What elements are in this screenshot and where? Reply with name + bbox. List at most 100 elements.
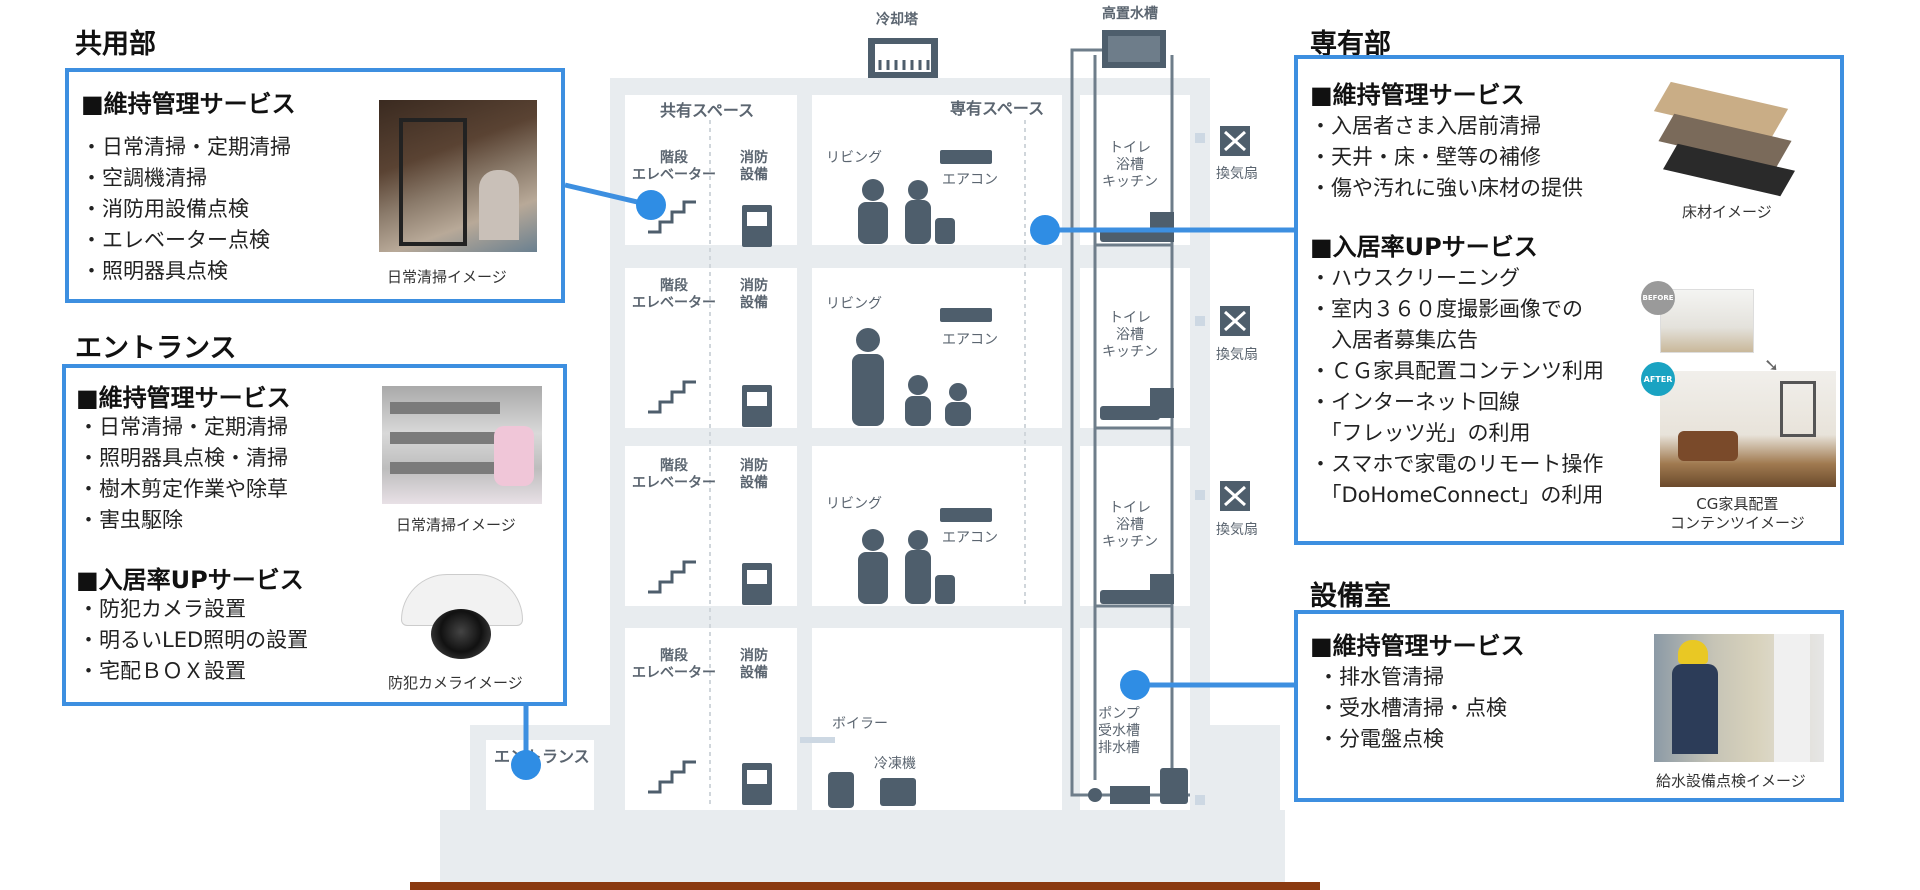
private-panel: ■維持管理サービス ・入居者さま入居前清掃 ・天井・床・壁等の補修 ・傷や汚れに… xyxy=(1294,55,1844,545)
pump-equipment-icon xyxy=(1088,768,1188,804)
aircon-icons xyxy=(940,150,992,522)
list-item: ・室内３６０度撮影画像での xyxy=(1310,297,1583,321)
wet-area-label: トイレ浴槽キッチン xyxy=(1102,500,1158,550)
list-item: ・インターネット回線 xyxy=(1310,390,1520,414)
list-item: ・照明器具点検・清掃 xyxy=(78,446,288,470)
ventilation-fan-icons xyxy=(1220,126,1250,511)
entrance-up-list: ・防犯カメラ設置 ・明るいLED照明の設置 ・宅配ＢＯＸ設置 xyxy=(78,594,308,687)
fire-label: 消防設備 xyxy=(740,458,768,491)
resident-silhouettes xyxy=(852,179,971,604)
list-item: 「フレッツ光」の利用 xyxy=(1310,421,1531,445)
cooling-tower-icon xyxy=(868,38,938,78)
shared-space-label: 共有スペース xyxy=(660,101,755,120)
common-panel: ■維持管理サービス ・日常清掃・定期清掃 ・空調機清掃 ・消防用設備点検 ・エレ… xyxy=(65,68,565,303)
list-item: ・排水管清掃 xyxy=(1318,665,1444,689)
aircon-label: エアコン xyxy=(942,530,998,546)
list-item: ・宅配ＢＯＸ設置 xyxy=(78,659,246,683)
private-space-label: 専有スペース xyxy=(950,99,1045,118)
aircon-label: エアコン xyxy=(942,172,998,188)
fire-equipment-icons xyxy=(742,205,772,805)
arrow-icon: ➘ xyxy=(1764,355,1780,376)
list-item: ・日常清掃・定期清掃 xyxy=(81,135,291,159)
chiller-label: 冷凍機 xyxy=(874,756,916,772)
stairs-label: 階段エレベーター xyxy=(632,150,716,183)
flooring-caption: 床材イメージ xyxy=(1682,203,1772,221)
ground-line xyxy=(410,882,1320,890)
list-item: ・スマホで家電のリモート操作 xyxy=(1310,452,1604,476)
common-maint-title: ■維持管理サービス xyxy=(81,90,296,118)
list-item: ・防犯カメラ設置 xyxy=(78,597,246,621)
list-item: ・分電盤点検 xyxy=(1318,727,1444,751)
equipment-maint-title: ■維持管理サービス xyxy=(1310,632,1525,660)
stairs-runner-icons xyxy=(648,200,696,794)
after-badge: AFTER xyxy=(1641,362,1675,396)
list-item: ・樹木剪定作業や除草 xyxy=(78,477,288,501)
living-label: リビング xyxy=(826,150,882,166)
before-room-photo xyxy=(1660,289,1754,353)
common-photo-caption: 日常清掃イメージ xyxy=(387,268,507,286)
mailbox-cleaning-photo xyxy=(382,386,542,504)
equipment-panel: ■維持管理サービス ・排水管清掃 ・受水槽清掃・点検 ・分電盤点検 給水設備点検… xyxy=(1294,610,1844,802)
elevated-tank-label: 高置水槽 xyxy=(1102,6,1158,22)
entrance-label: エントランス xyxy=(494,747,590,766)
security-camera-photo xyxy=(386,564,536,664)
living-label: リビング xyxy=(826,296,882,312)
list-item: ・傷や汚れに強い床材の提供 xyxy=(1310,176,1583,200)
list-item: ・天井・床・壁等の補修 xyxy=(1310,145,1541,169)
list-item: ・害虫駆除 xyxy=(78,508,183,532)
boiler-chiller-icons xyxy=(800,737,916,808)
before-badge: BEFORE xyxy=(1641,281,1675,315)
elevated-tank-icon xyxy=(1102,30,1166,68)
list-item: ・受水槽清掃・点検 xyxy=(1318,696,1507,720)
stairs-label: 階段エレベーター xyxy=(632,648,716,681)
entrance-up-caption: 防犯カメライメージ xyxy=(388,674,523,692)
after-room-photo xyxy=(1660,371,1836,487)
list-item: ・入居者さま入居前清掃 xyxy=(1310,114,1541,138)
list-item: 「DoHomeConnect」の利用 xyxy=(1310,483,1604,507)
fan-label: 換気扇 xyxy=(1216,522,1258,538)
private-maint-list: ・入居者さま入居前清掃 ・天井・床・壁等の補修 ・傷や汚れに強い床材の提供 xyxy=(1310,111,1583,204)
entrance-panel: ■維持管理サービス ・日常清掃・定期清掃 ・照明器具点検・清掃 ・樹木剪定作業や… xyxy=(62,364,567,706)
list-item: ・明るいLED照明の設置 xyxy=(78,628,309,652)
equipment-room-marker[interactable] xyxy=(1120,670,1150,700)
private-up-title: ■入居率UPサービス xyxy=(1310,233,1538,261)
equipment-maint-list: ・排水管清掃 ・受水槽清掃・点検 ・分電盤点検 xyxy=(1318,662,1507,755)
list-item: ・ハウスクリーニング xyxy=(1310,266,1520,290)
list-item: ・日常清掃・定期清掃 xyxy=(78,415,288,439)
cg-caption: CG家具配置 コンテンツイメージ xyxy=(1670,495,1805,532)
common-heading: 共用部 xyxy=(75,29,156,60)
private-maint-title: ■維持管理サービス xyxy=(1310,81,1525,109)
flooring-sample-photo xyxy=(1646,77,1806,197)
building-base xyxy=(440,810,1285,885)
wet-area-label: トイレ浴槽キッチン xyxy=(1102,310,1158,360)
fan-label: 換気扇 xyxy=(1216,166,1258,182)
water-equipment-inspection-photo xyxy=(1654,634,1824,762)
list-item: ・照明器具点検 xyxy=(81,259,228,283)
fire-label: 消防設備 xyxy=(740,278,768,311)
equipment-caption: 給水設備点検イメージ xyxy=(1656,772,1806,790)
entrance-maint-caption: 日常清掃イメージ xyxy=(396,516,516,534)
boiler-label: ボイラー xyxy=(832,716,888,732)
list-item: ・エレベーター点検 xyxy=(81,228,270,252)
list-item: ・消防用設備点検 xyxy=(81,197,249,221)
entrance-marker[interactable] xyxy=(511,750,541,780)
fan-label: 換気扇 xyxy=(1216,347,1258,363)
fire-label: 消防設備 xyxy=(740,150,768,183)
cleaning-photo xyxy=(379,100,537,252)
cooling-tower-label: 冷却塔 xyxy=(876,12,918,28)
list-item: 入居者募集広告 xyxy=(1310,328,1478,352)
common-area-marker[interactable] xyxy=(636,190,666,220)
entrance-up-title: ■入居率UPサービス xyxy=(76,566,304,594)
fire-label: 消防設備 xyxy=(740,648,768,681)
common-maint-list: ・日常清掃・定期清掃 ・空調機清掃 ・消防用設備点検 ・エレベーター点検 ・照明… xyxy=(81,132,291,287)
aircon-label: エアコン xyxy=(942,332,998,348)
list-item: ・空調機清掃 xyxy=(81,166,207,190)
stairs-label: 階段エレベーター xyxy=(632,458,716,491)
entrance-maint-title: ■維持管理サービス xyxy=(76,384,291,412)
private-area-marker[interactable] xyxy=(1030,215,1060,245)
living-label: リビング xyxy=(826,496,882,512)
equipment-heading: 設備室 xyxy=(1310,581,1391,612)
pump-room-label: ポンプ受水槽排水槽 xyxy=(1098,706,1140,756)
entrance-heading: エントランス xyxy=(75,333,237,364)
